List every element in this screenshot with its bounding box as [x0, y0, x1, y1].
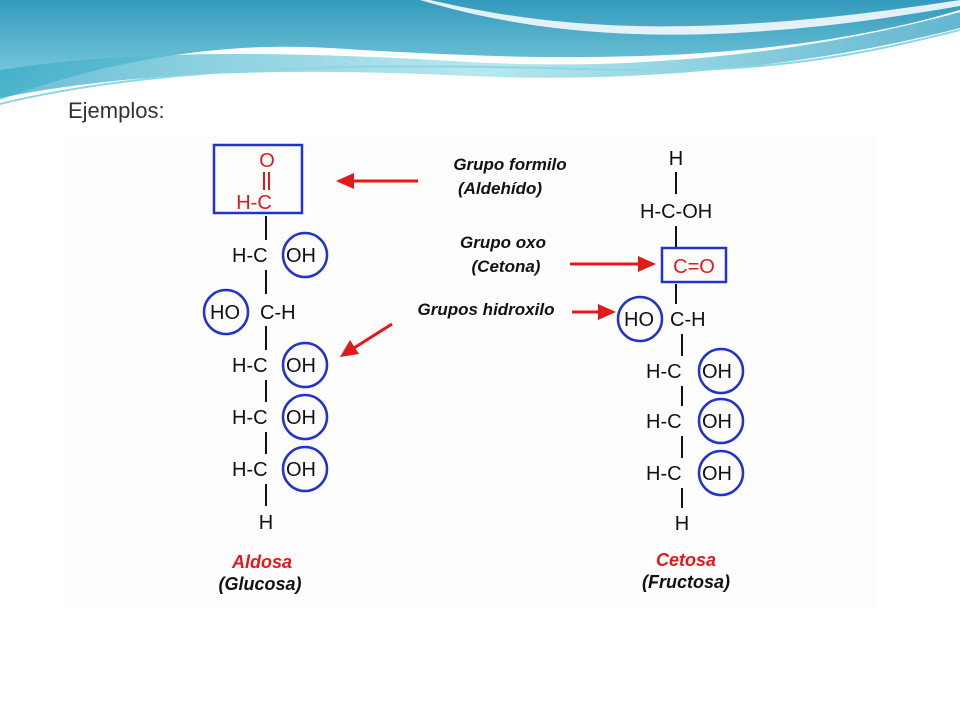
hydroxyl-arrowhead-left — [340, 340, 359, 357]
formyl-label-line1: Grupo formilo — [453, 155, 566, 174]
header-swoosh-decoration — [0, 0, 960, 105]
figure-panel — [64, 136, 876, 608]
aldose-c4-hc: H-C — [232, 355, 268, 377]
ketose-c5-hydroxyl-circle — [697, 397, 745, 445]
ketose-top-h: H — [669, 148, 683, 170]
aldose-c5-hc: H-C — [232, 407, 268, 429]
aldose-name: Aldosa — [231, 552, 292, 572]
oxo-group-box — [660, 246, 728, 284]
aldose-c2-hc: H-C — [232, 245, 268, 267]
oxo-arrowhead — [638, 256, 656, 272]
formyl-label-line2: (Aldehído) — [458, 179, 542, 198]
hydroxyl-arrow-left — [353, 322, 393, 350]
ketose-structure: H H-C-OH C=O HO C-H H-C OH H-C OH H-C OH… — [616, 148, 745, 592]
aldose-formyl-hc: H-C — [236, 192, 272, 214]
aldose-c2-oh: OH — [286, 245, 316, 267]
oxo-label-line2: (Cetona) — [472, 257, 541, 276]
ketose-c5-oh: OH — [702, 411, 732, 433]
oxo-label-line1: Grupo oxo — [460, 233, 546, 252]
aldose-c2-hydroxyl-circle — [281, 231, 329, 279]
ketose-name: Cetosa — [656, 550, 716, 570]
ketose-c6-hydroxyl-circle — [697, 449, 745, 497]
ketose-example: (Fructosa) — [642, 572, 730, 592]
aldose-c4-oh: OH — [286, 355, 316, 377]
ketose-c6-oh: OH — [702, 463, 732, 485]
aldose-example: (Glucosa) — [218, 574, 301, 594]
ketose-c4-oh: OH — [702, 361, 732, 383]
ketose-c5-hc: H-C — [646, 411, 682, 433]
section-heading: Ejemplos: — [68, 98, 165, 123]
ketose-carbonyl: C=O — [673, 256, 715, 278]
aldose-c5-oh: OH — [286, 407, 316, 429]
ketose-c3-ch: C-H — [670, 309, 706, 331]
aldose-bottom-h: H — [259, 512, 273, 534]
hydroxyl-label: Grupos hidroxilo — [418, 300, 555, 319]
annotation-labels: Grupo formilo (Aldehído) Grupo oxo (Ceto… — [336, 155, 656, 357]
aldose-c3-ho: HO — [210, 302, 240, 324]
aldose-structure: O H-C H-C OH HO C-H H-C OH H-C OH H-C OH… — [202, 143, 329, 594]
aldose-c6-hydroxyl-circle — [281, 445, 329, 493]
ketose-c3-hydroxyl-circle — [616, 295, 664, 343]
formyl-group-box — [212, 143, 304, 215]
aldose-c5-hydroxyl-circle — [281, 393, 329, 441]
aldose-carbonyl-oxygen: O — [259, 150, 275, 172]
hydroxyl-arrowhead-right — [598, 304, 616, 320]
aldose-c4-hydroxyl-circle — [281, 341, 329, 389]
formyl-arrowhead — [336, 173, 354, 189]
ketose-c1-hcoh: H-C-OH — [640, 201, 712, 223]
ketose-c4-hc: H-C — [646, 361, 682, 383]
ketose-c3-ho: HO — [624, 309, 654, 331]
aldose-c6-hc: H-C — [232, 459, 268, 481]
ketose-c6-hc: H-C — [646, 463, 682, 485]
aldose-c3-ch: C-H — [260, 302, 296, 324]
aldose-c3-hydroxyl-circle — [202, 288, 250, 336]
ketose-c4-hydroxyl-circle — [697, 347, 745, 395]
aldose-c6-oh: OH — [286, 459, 316, 481]
ketose-bottom-h: H — [675, 513, 689, 535]
